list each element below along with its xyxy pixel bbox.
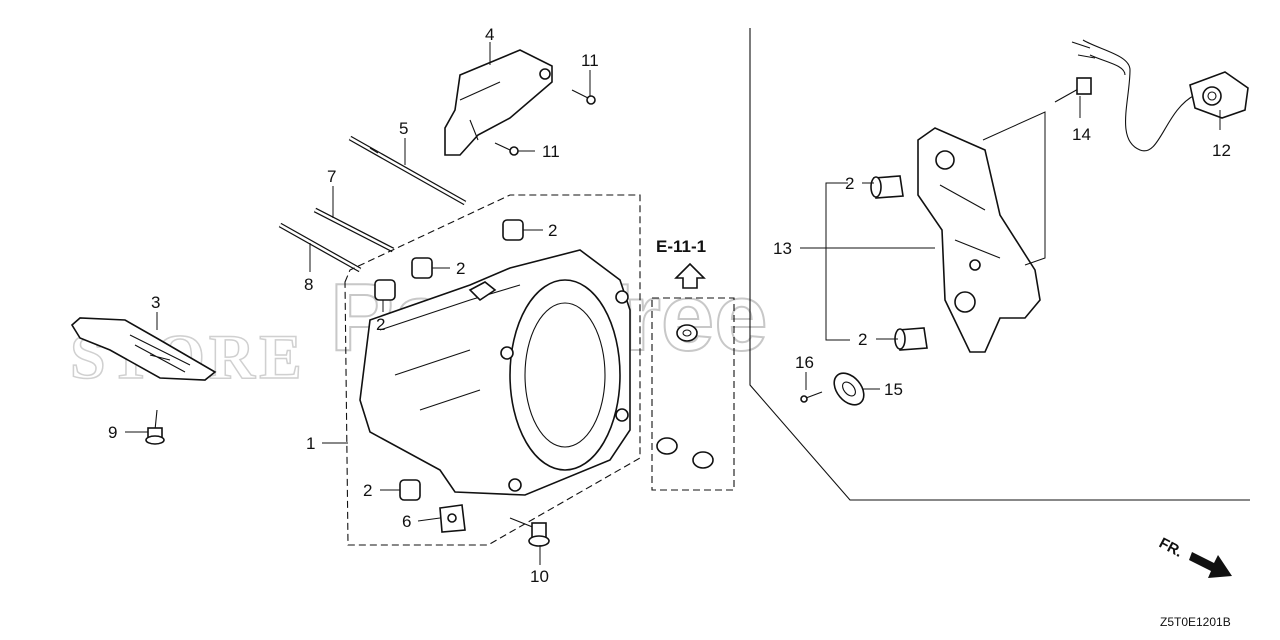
callout-9: 9 [108,423,117,442]
part-13-bracket [917,127,1041,353]
callout-2f: 2 [858,330,867,349]
callout-11a: 11 [581,51,599,70]
part-6-clip [439,504,466,533]
part-1-fan-housing [359,249,631,496]
callout-14: 14 [1072,125,1091,144]
callout-2c: 2 [376,315,385,334]
callouts: 4 11 11 5 7 8 2 2 2 3 9 1 2 6 10 12 14 1… [108,25,1231,586]
part-3-guide [70,317,217,381]
callout-8: 8 [304,275,313,294]
part-5-stud [348,135,467,206]
callout-15: 15 [884,380,903,399]
part-2-collar-b [411,257,433,279]
part-10-bolt [509,517,550,547]
drawing-code: Z5T0E1201B [1160,615,1231,629]
panel-divider [749,28,1250,501]
part-16-screw [800,391,823,403]
part-11-screw-upper [571,89,596,105]
part-2-collar-e [870,175,904,199]
part-9-bolt [145,409,165,445]
callout-2e: 2 [845,174,854,193]
callout-2d: 2 [363,481,372,500]
part-4-cover [444,49,553,156]
callout-10: 10 [530,567,549,586]
e-11-1-reference [651,262,735,491]
callout-13: 13 [773,239,792,258]
leader-lines [125,42,1221,565]
callout-3: 3 [151,293,160,312]
callout-1: 1 [306,434,315,453]
callout-16: 16 [795,353,814,372]
callout-4: 4 [485,25,494,44]
part-2-collar-f [894,327,928,351]
front-label: FR. [1156,535,1185,561]
part-11-screw-lower [494,142,519,156]
part-2-collar-a [502,219,524,241]
reference-label: E-11-1 [656,237,706,256]
part-12-sensor [1071,39,1249,152]
part-14-bolt [1054,77,1092,103]
callout-12: 12 [1212,141,1231,160]
callout-5: 5 [399,119,408,138]
part-7-stud [313,207,395,253]
part-8-stud [278,222,362,273]
assembly-frame [344,194,641,546]
front-arrow-icon [1189,552,1232,578]
callout-7: 7 [327,167,336,186]
part-15-gasket [833,372,865,406]
callout-2a: 2 [548,221,557,240]
part-2-collar-c [374,279,396,301]
callout-2b: 2 [456,259,465,278]
callout-6: 6 [402,512,411,531]
callout-11b: 11 [542,142,560,161]
part-2-collar-d [399,479,421,501]
front-direction-indicator: FR. [1156,535,1232,578]
